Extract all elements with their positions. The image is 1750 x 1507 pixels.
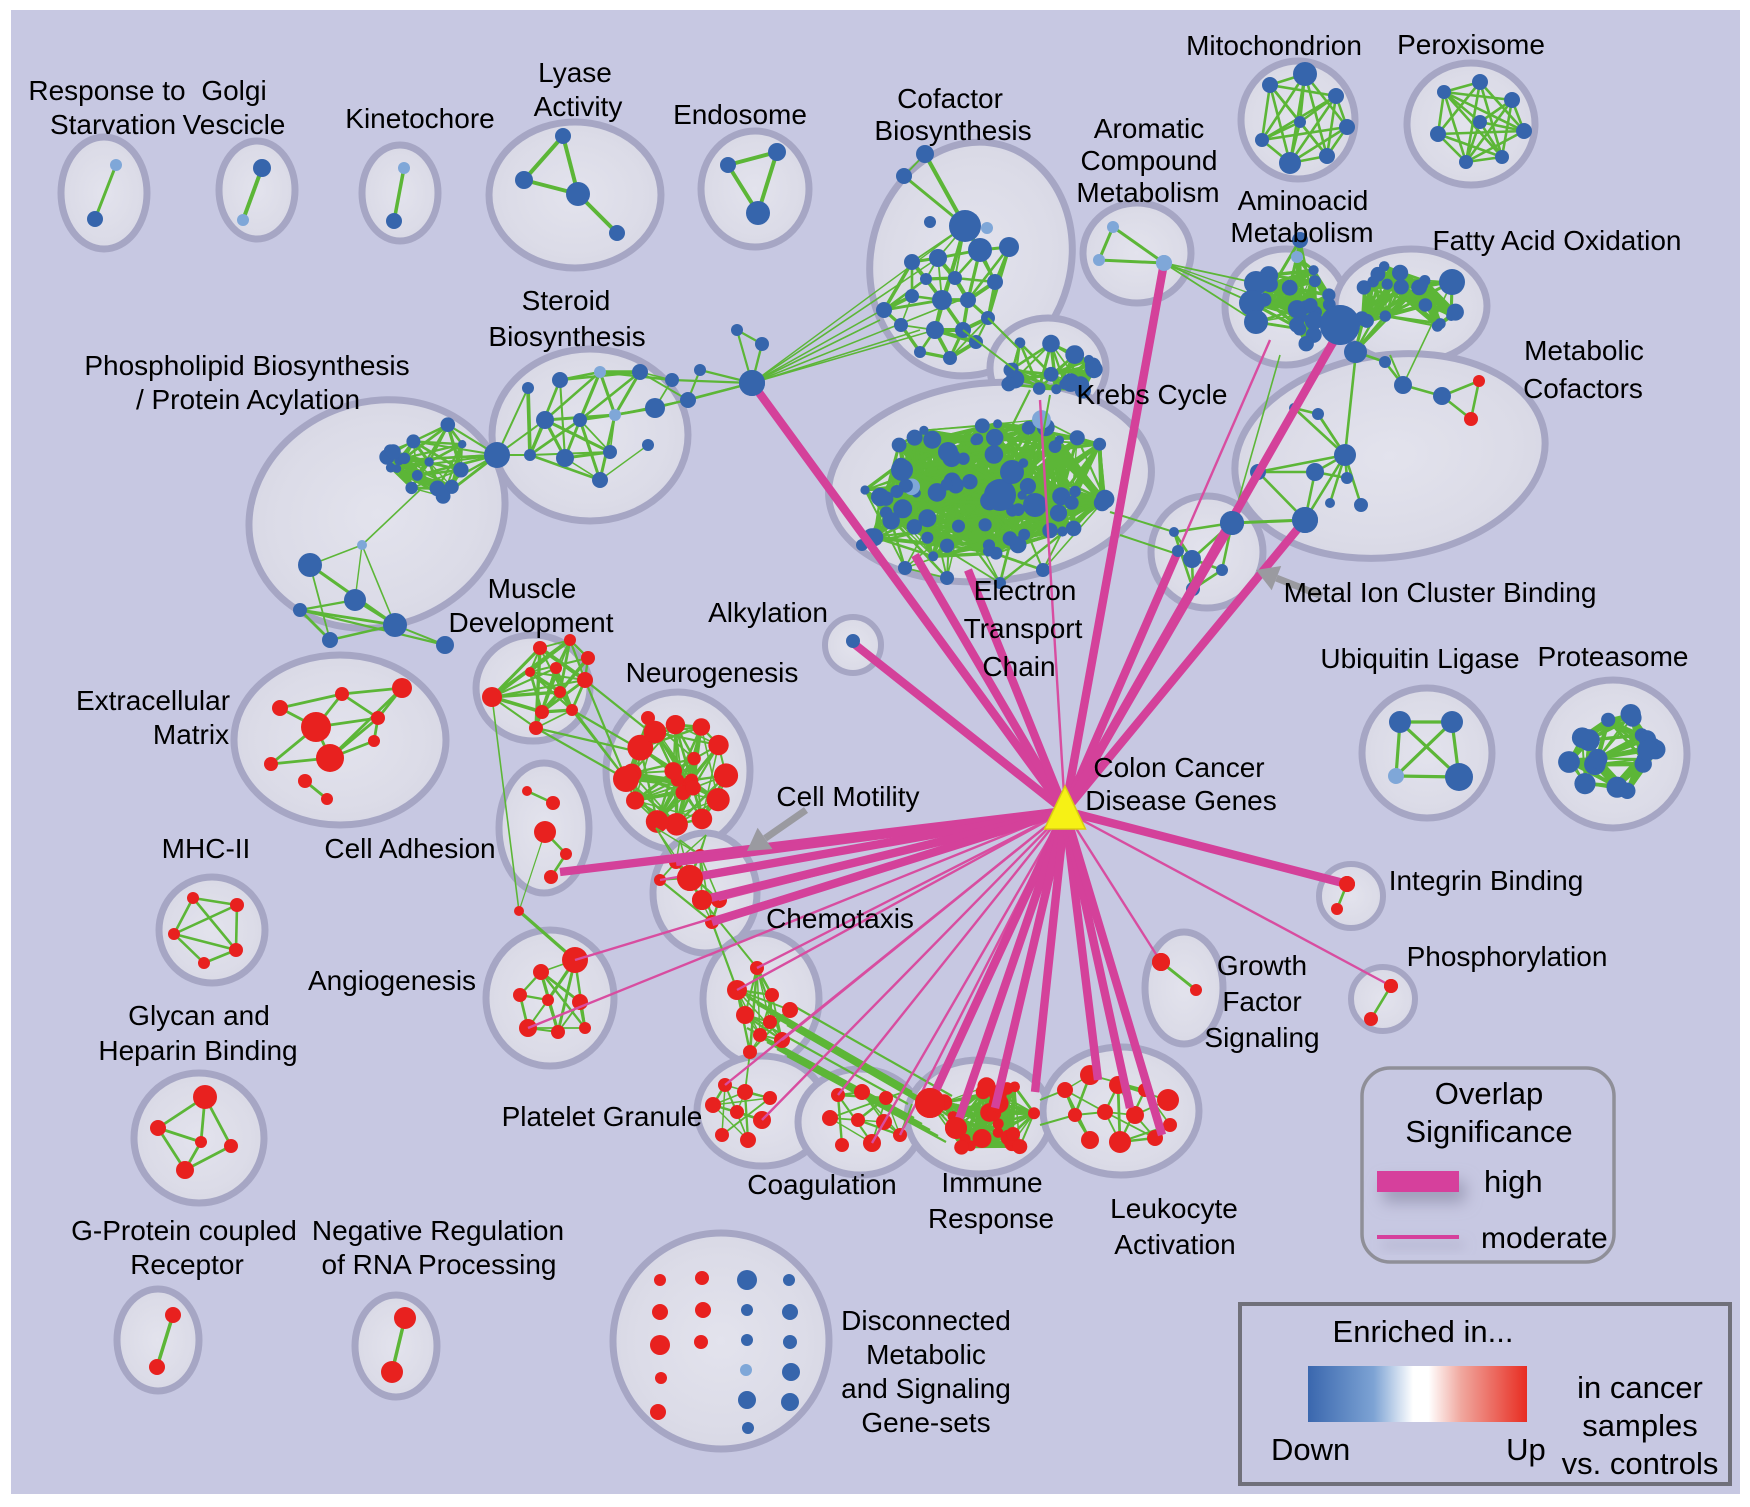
svg-text:Ubiquitin Ligase: Ubiquitin Ligase — [1320, 643, 1519, 674]
svg-text:Activity: Activity — [534, 91, 623, 122]
svg-text:Metabolism: Metabolism — [1076, 177, 1219, 208]
svg-text:Metabolic: Metabolic — [1524, 335, 1644, 366]
svg-text:Signaling: Signaling — [1204, 1022, 1319, 1053]
svg-text:G-Protein coupled: G-Protein coupled — [71, 1215, 297, 1246]
svg-text:moderate: moderate — [1481, 1222, 1608, 1255]
svg-text:Lyase: Lyase — [538, 57, 612, 88]
svg-text:Steroid: Steroid — [522, 285, 611, 316]
svg-text:Alkylation: Alkylation — [708, 597, 828, 628]
svg-text:Cofactors: Cofactors — [1523, 373, 1643, 404]
svg-text:Significance: Significance — [1405, 1114, 1572, 1149]
svg-text:in cancer: in cancer — [1577, 1370, 1703, 1405]
svg-text:Biosynthesis: Biosynthesis — [488, 321, 645, 352]
svg-text:Growth: Growth — [1217, 950, 1307, 981]
svg-text:Aromatic: Aromatic — [1094, 113, 1204, 144]
svg-text:Phospholipid Biosynthesis: Phospholipid Biosynthesis — [84, 350, 409, 381]
svg-text:and Signaling: and Signaling — [841, 1373, 1011, 1404]
svg-text:Activation: Activation — [1114, 1229, 1235, 1260]
svg-text:Coagulation: Coagulation — [747, 1169, 896, 1200]
svg-text:Endosome: Endosome — [673, 99, 807, 130]
svg-text:Disease Genes: Disease Genes — [1085, 785, 1276, 816]
svg-text:Gene-sets: Gene-sets — [861, 1407, 990, 1438]
svg-text:Fatty Acid Oxidation: Fatty Acid Oxidation — [1432, 225, 1681, 256]
svg-text:Mitochondrion: Mitochondrion — [1186, 30, 1362, 61]
svg-text:Proteasome: Proteasome — [1538, 641, 1689, 672]
svg-text:Golgi: Golgi — [201, 75, 266, 106]
svg-text:Factor: Factor — [1222, 986, 1301, 1017]
svg-text:Glycan and: Glycan and — [128, 1000, 270, 1031]
svg-text:Matrix: Matrix — [153, 719, 229, 750]
svg-text:Cofactor: Cofactor — [897, 83, 1003, 114]
svg-text:Up: Up — [1506, 1432, 1546, 1467]
svg-text:Leukocyte: Leukocyte — [1110, 1193, 1238, 1224]
svg-text:Peroxisome: Peroxisome — [1397, 29, 1545, 60]
svg-text:Development: Development — [449, 607, 614, 638]
svg-text:Extracellular: Extracellular — [76, 685, 230, 716]
svg-text:Metabolic: Metabolic — [866, 1339, 986, 1370]
svg-text:Cell Adhesion: Cell Adhesion — [324, 833, 495, 864]
svg-text:Response to: Response to — [28, 75, 185, 106]
svg-text:Platelet Granule: Platelet Granule — [502, 1101, 703, 1132]
svg-text:Angiogenesis: Angiogenesis — [308, 965, 476, 996]
svg-text:Transport: Transport — [964, 613, 1083, 644]
svg-text:high: high — [1484, 1164, 1543, 1199]
svg-text:Chemotaxis: Chemotaxis — [766, 903, 914, 934]
svg-text:Disconnected: Disconnected — [841, 1305, 1011, 1336]
svg-text:Krebs Cycle: Krebs Cycle — [1077, 379, 1228, 410]
svg-text:vs. controls: vs. controls — [1562, 1446, 1719, 1481]
svg-text:/ Protein Acylation: / Protein Acylation — [136, 384, 360, 415]
svg-text:Receptor: Receptor — [130, 1249, 244, 1280]
svg-text:Cell Motility: Cell Motility — [776, 781, 919, 812]
svg-text:Metal Ion Cluster Binding: Metal Ion Cluster Binding — [1284, 577, 1597, 608]
svg-text:Aminoacid: Aminoacid — [1238, 185, 1369, 216]
svg-text:Down: Down — [1271, 1432, 1350, 1467]
svg-text:Negative Regulation: Negative Regulation — [312, 1215, 564, 1246]
svg-text:Compound: Compound — [1081, 145, 1218, 176]
svg-text:samples: samples — [1582, 1408, 1697, 1443]
svg-text:Colon Cancer: Colon Cancer — [1093, 752, 1264, 783]
svg-text:Response: Response — [928, 1203, 1054, 1234]
svg-text:Phosphorylation: Phosphorylation — [1407, 941, 1608, 972]
svg-text:Metabolism: Metabolism — [1230, 217, 1373, 248]
svg-text:Overlap: Overlap — [1435, 1076, 1544, 1111]
svg-text:MHC-II: MHC-II — [162, 833, 251, 864]
svg-text:Kinetochore: Kinetochore — [345, 103, 494, 134]
svg-text:Biosynthesis: Biosynthesis — [874, 115, 1031, 146]
svg-text:Heparin Binding: Heparin Binding — [98, 1035, 297, 1066]
svg-text:Starvation: Starvation — [50, 109, 176, 140]
svg-text:of RNA Processing: of RNA Processing — [322, 1249, 557, 1280]
svg-text:Vescicle: Vescicle — [183, 109, 286, 140]
svg-text:Integrin Binding: Integrin Binding — [1389, 865, 1584, 896]
svg-text:Immune: Immune — [941, 1167, 1042, 1198]
svg-text:Neurogenesis: Neurogenesis — [626, 657, 799, 688]
svg-text:Electron: Electron — [974, 575, 1077, 606]
svg-text:Chain: Chain — [982, 651, 1055, 682]
svg-text:Enriched in...: Enriched in... — [1333, 1314, 1514, 1349]
svg-text:Muscle: Muscle — [488, 573, 577, 604]
